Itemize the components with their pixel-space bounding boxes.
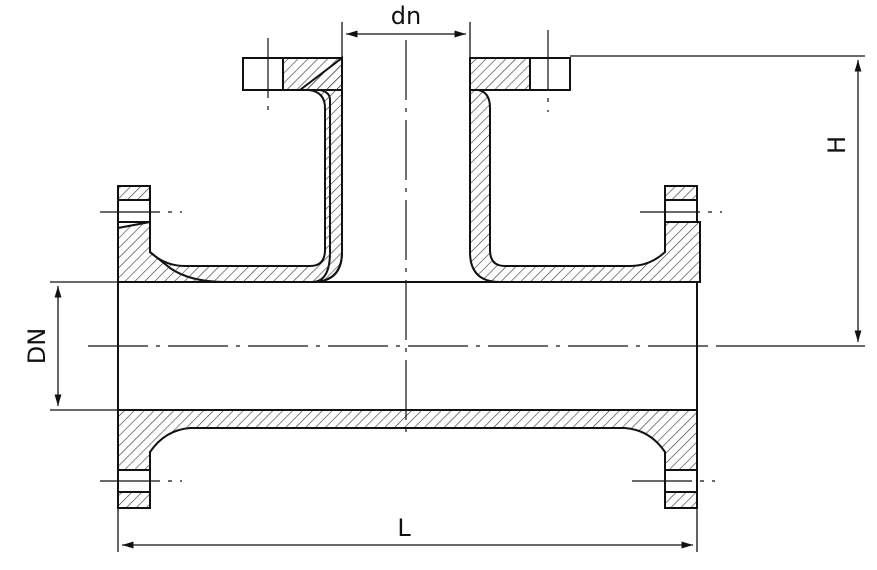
label-dn: dn <box>391 2 421 30</box>
body-lower-wall <box>117 409 698 471</box>
label-L: L <box>397 514 411 542</box>
branch-wall-left <box>117 58 343 283</box>
label-DN: DN <box>23 328 51 364</box>
label-H: H <box>823 136 851 154</box>
body-upper-right-wall <box>469 58 701 283</box>
main-bolt-hole-right-top <box>664 199 698 223</box>
branch-bolt-hole-left <box>242 57 284 91</box>
main-bolt-hole-left-top <box>117 199 151 223</box>
branch-bolt-hole-right <box>529 57 571 91</box>
body-upper-left-wall <box>117 55 343 283</box>
